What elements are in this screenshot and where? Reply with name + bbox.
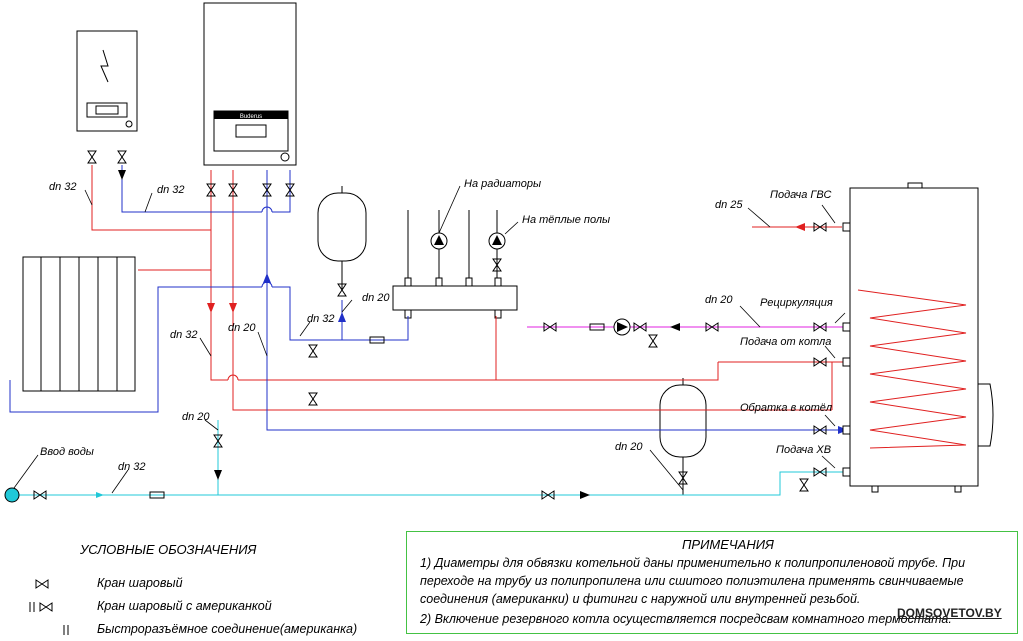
hot-arrows <box>207 223 805 313</box>
expansion-tank-heating <box>317 186 367 290</box>
legend-title: УСЛОВНЫЕ ОБОЗНАЧЕНИЯ <box>80 542 257 557</box>
label-recirculation: Рециркуляция <box>760 297 833 309</box>
water-inlet-icon <box>4 487 20 503</box>
legend-union-valve-icon <box>29 602 53 612</box>
label-dn32-manifold: dn 32 <box>307 313 335 325</box>
label-dn20-dhw-tank: dn 20 <box>615 441 643 453</box>
gas-boiler: Buderus <box>203 2 297 166</box>
cold-water-pipes <box>12 420 848 496</box>
radiator <box>22 256 136 392</box>
legend-ball-valve-icon <box>35 579 49 589</box>
legend-coupling-icon <box>63 625 69 635</box>
recirc-pump <box>613 318 631 336</box>
notes-box <box>406 531 1018 634</box>
check-valves <box>118 170 680 499</box>
note-2: 2) Включение резервного котла осуществля… <box>420 612 952 626</box>
label-to-boiler: Обратка в котёл <box>740 402 832 414</box>
watermark[interactable]: DOMSOVETOV.BY <box>897 606 1002 620</box>
label-dn25: dn 25 <box>715 199 743 211</box>
label-to-radiators: На радиаторы <box>464 178 541 190</box>
legend-ball-valve: Кран шаровый <box>97 576 183 590</box>
label-dn20-return: dn 20 <box>228 322 256 334</box>
notes-title: ПРИМЕЧАНИЯ <box>682 537 774 552</box>
ball-valves <box>33 150 827 500</box>
label-dn32-return: dn 32 <box>157 184 185 196</box>
electric-boiler <box>76 30 138 132</box>
label-dn20-recirc: dn 20 <box>705 294 733 306</box>
manifold <box>392 277 518 319</box>
label-water-inlet: Ввод воды <box>40 446 94 458</box>
label-dn32-inlet: dn 32 <box>118 461 146 473</box>
hot-supply-pipes <box>91 165 848 411</box>
legend-ball-valve-union: Кран шаровый с американкой <box>97 599 272 613</box>
label-to-floors: На тёплые полы <box>522 214 610 226</box>
expansion-tank-dhw <box>659 378 707 495</box>
label-dn32-electric: dn 32 <box>49 181 77 193</box>
radiator-pump <box>407 210 448 278</box>
water-heater <box>849 182 994 493</box>
label-dn20-tank: dn 20 <box>362 292 390 304</box>
label-dn32-supply: dn 32 <box>170 329 198 341</box>
floor-pump <box>468 210 506 278</box>
note-1: 1) Диаметры для обвязки котельной даны п… <box>420 556 966 606</box>
label-dn20-cold: dn 20 <box>182 411 210 423</box>
heater-stubs <box>842 222 851 477</box>
label-from-boiler: Подача от котла <box>740 336 831 348</box>
return-pipes <box>9 165 848 431</box>
label-dhw-supply: Подача ГВС <box>770 189 831 201</box>
brand-label: Buderus <box>240 114 262 120</box>
label-cold-supply: Подача ХВ <box>776 444 831 456</box>
leader-lines <box>13 185 846 494</box>
filters <box>149 323 605 499</box>
legend-quick-coupling: Быстроразъёмное соединение(американка) <box>97 622 358 636</box>
